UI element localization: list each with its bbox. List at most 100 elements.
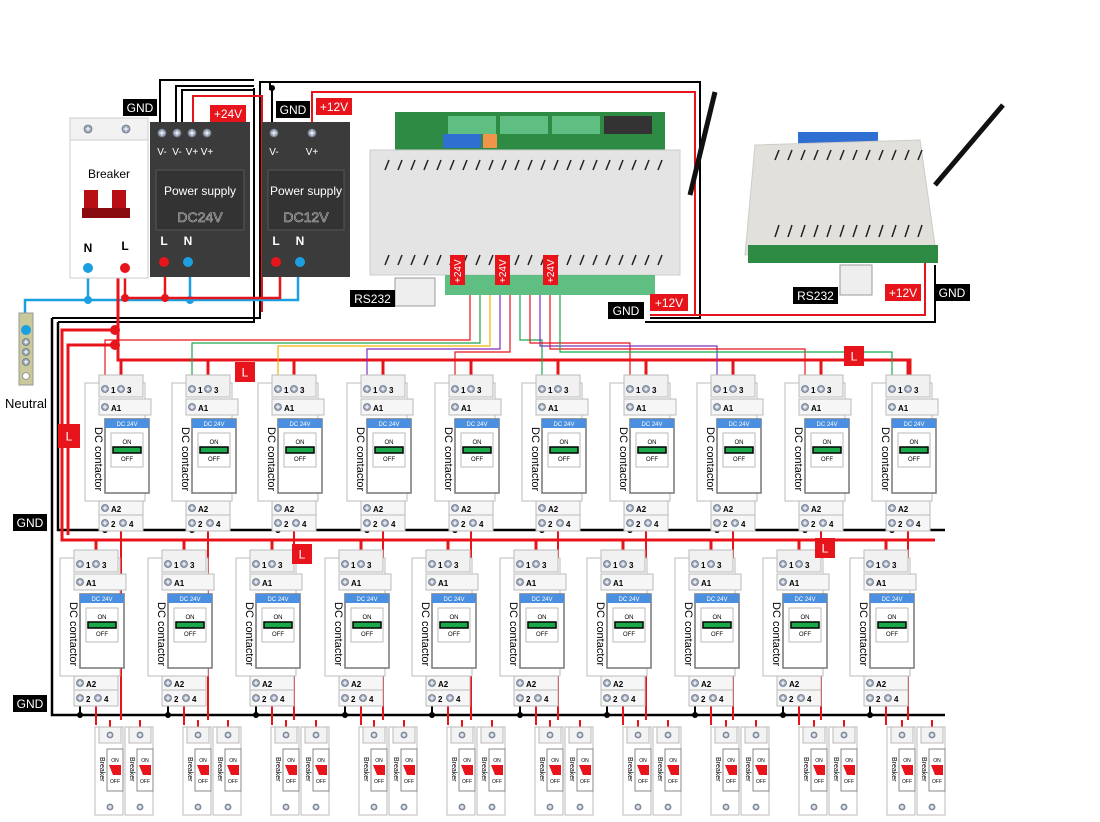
off-label: OFF	[272, 632, 284, 638]
screw-icon	[752, 731, 760, 739]
screw-icon	[357, 560, 365, 568]
terminal-1-label: 1	[636, 386, 641, 395]
terminal-4-label: 4	[654, 520, 659, 529]
screw-icon	[101, 403, 109, 411]
line-tag-text: L	[822, 542, 829, 556]
breaker-lever	[197, 765, 209, 775]
terminal-a1-label: A1	[548, 404, 559, 413]
terminal-a2-label: A2	[811, 505, 822, 514]
screw-icon	[898, 731, 906, 739]
screw-icon	[469, 519, 477, 527]
psu-input-label: L	[272, 234, 279, 248]
screw-icon	[554, 385, 562, 393]
rating-label: DC 24V	[903, 422, 924, 428]
rating-label: DC 24V	[618, 597, 639, 603]
rating-strip	[278, 419, 322, 428]
gnd-bus-bottom	[50, 318, 945, 717]
breaker-name: Breaker	[802, 757, 809, 782]
breaker-lever	[725, 765, 737, 775]
screw-icon	[603, 578, 611, 586]
controller-pcb	[748, 245, 938, 263]
switch-lever	[812, 446, 842, 454]
terminal-3-label: 3	[739, 386, 744, 395]
line-bus-top	[116, 268, 840, 362]
screw-icon	[722, 803, 730, 811]
plus12-tag-sec: +12V	[885, 284, 921, 301]
screw-icon	[538, 385, 546, 393]
on-label: ON	[823, 440, 832, 446]
psu-terminal-label: V+	[186, 147, 199, 158]
terminal-a1-label: A1	[373, 404, 384, 413]
screw-icon	[516, 694, 524, 702]
breaker-name: Breaker	[656, 757, 663, 782]
screw-icon	[664, 731, 672, 739]
screw-icon	[713, 519, 721, 527]
vent-slot	[527, 254, 533, 266]
switch-lever	[263, 621, 293, 629]
off-label: OFF	[814, 779, 824, 785]
line-tag: L	[235, 362, 255, 382]
contactor-a1-block	[98, 398, 152, 416]
off-label: OFF	[316, 779, 326, 785]
breaker-lever	[373, 765, 385, 775]
terminal-a1-label: A1	[284, 404, 295, 413]
rating-strip	[520, 594, 564, 603]
screw-icon	[282, 731, 290, 739]
vent-slot	[488, 159, 494, 171]
plus12-tag-main-bg	[650, 294, 688, 311]
contactor-a1-block	[798, 398, 852, 416]
terminal-4-label: 4	[807, 695, 812, 704]
screw-icon	[664, 803, 672, 811]
terminal-2-label: 2	[86, 695, 91, 704]
screw-icon	[121, 124, 131, 134]
vent-slot	[501, 159, 507, 171]
screw-icon	[370, 803, 378, 811]
terminal-4-label: 4	[216, 520, 221, 529]
psu-terminal-label: V+	[306, 147, 319, 158]
vent-slot	[852, 149, 858, 161]
off-label: OFF	[448, 632, 460, 638]
on-label: ON	[713, 615, 722, 621]
terminal-a1-label: A1	[262, 579, 273, 588]
plus12-tag-text: +12V	[320, 100, 348, 114]
contactor-a1-block	[863, 573, 917, 591]
screw-icon	[626, 504, 634, 512]
terminal-3-label: 3	[892, 561, 897, 570]
terminal-4-label: 4	[631, 695, 636, 704]
terminal-l-label: L	[121, 239, 128, 253]
breaker-lever	[813, 765, 825, 775]
signal-wire	[519, 285, 543, 405]
switch-lever	[877, 621, 907, 629]
on-label: ON	[450, 615, 459, 621]
screw-icon	[707, 560, 715, 568]
screw-icon	[444, 560, 452, 568]
line-tag-left-bg	[58, 424, 80, 448]
screw-icon	[363, 519, 371, 527]
junction-dot	[780, 712, 786, 718]
screw-icon	[164, 560, 172, 568]
switch-lever	[439, 621, 469, 629]
terminal-2-label: 2	[723, 520, 728, 529]
vent-slot	[800, 149, 806, 161]
terminal-1-label: 1	[789, 561, 794, 570]
off-label: OFF	[492, 779, 502, 785]
off-label: OFF	[844, 779, 854, 785]
terminal-1-label: 1	[86, 561, 91, 570]
screw-icon	[713, 385, 721, 393]
rating-label: DC 24V	[816, 422, 837, 428]
terminal-a2-label: A2	[262, 680, 273, 689]
screw-icon	[22, 358, 30, 366]
terminal-a2-label: A2	[789, 680, 800, 689]
screw-icon	[458, 731, 466, 739]
terminal-a2-label: A2	[548, 505, 559, 514]
screw-icon	[691, 560, 699, 568]
plus12-tag: +12V	[316, 98, 352, 115]
screw-icon	[252, 578, 260, 586]
line-tag-bg	[815, 538, 835, 558]
rating-strip	[783, 594, 827, 603]
